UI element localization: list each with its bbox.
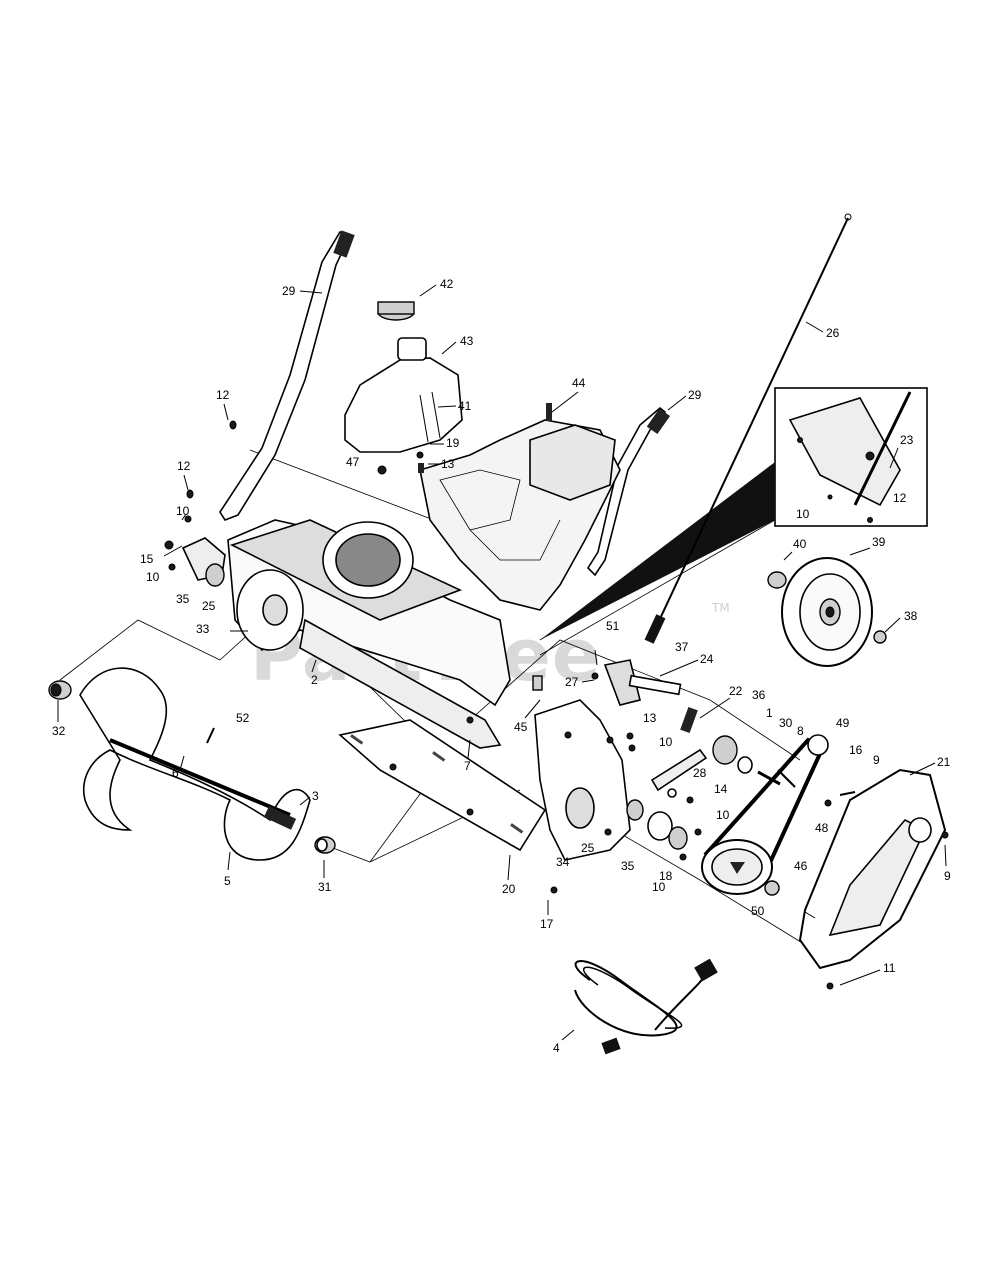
handle-right xyxy=(586,406,671,577)
bolts-right xyxy=(777,769,856,807)
callout-10b: 10 xyxy=(796,507,810,521)
wheel xyxy=(781,557,873,667)
callout-35a: 35 xyxy=(176,592,190,606)
callout-19: 19 xyxy=(446,436,460,450)
callout-5: 5 xyxy=(224,874,231,888)
callout-32: 32 xyxy=(52,724,66,738)
callout-45: 45 xyxy=(514,720,528,734)
callout-35b: 35 xyxy=(621,859,635,873)
callout-28: 28 xyxy=(693,766,707,780)
callout-23: 23 xyxy=(900,433,914,447)
callout-16: 16 xyxy=(849,743,863,757)
callout-46: 46 xyxy=(794,859,808,873)
detail-inset xyxy=(774,387,928,527)
callout-44: 44 xyxy=(572,376,586,390)
callout-11: 11 xyxy=(883,961,896,975)
control-cable xyxy=(644,213,852,644)
bushing-32 xyxy=(48,680,72,700)
shaft-bracket xyxy=(532,649,682,706)
callout-47: 47 xyxy=(346,455,360,469)
callout-39: 39 xyxy=(872,535,886,549)
callout-10d: 10 xyxy=(659,735,673,749)
wheel-nut xyxy=(873,630,887,644)
callout-52: 52 xyxy=(236,711,250,725)
fuel-tank xyxy=(344,337,463,453)
watermark-trademark: TM xyxy=(711,601,730,615)
callout-10e: 10 xyxy=(716,808,730,822)
pulley-nut xyxy=(764,880,780,896)
callout-30: 30 xyxy=(779,716,793,730)
bushing-31 xyxy=(314,836,336,854)
callout-8: 8 xyxy=(797,724,804,738)
callout-36: 36 xyxy=(752,688,766,702)
drive-pulley xyxy=(701,839,773,895)
callout-27: 27 xyxy=(565,675,579,689)
callout-7: 7 xyxy=(464,759,471,773)
callout-12b: 12 xyxy=(177,459,191,473)
callout-12c: 12 xyxy=(893,491,907,505)
callout-24: 24 xyxy=(700,652,714,666)
scraper-bar xyxy=(299,618,502,749)
callout-22: 22 xyxy=(729,684,743,698)
drive-belt xyxy=(703,734,829,881)
callout-49: 49 xyxy=(836,716,850,730)
inset-projection xyxy=(540,462,775,640)
callout-9b: 9 xyxy=(944,869,951,883)
callout-labels: 29 42 26 43 44 29 12 41 23 19 47 13 12 1… xyxy=(52,277,951,1055)
callout-37: 37 xyxy=(675,640,689,654)
callout-15: 15 xyxy=(140,552,154,566)
callout-14: 14 xyxy=(714,782,728,796)
handle-left xyxy=(219,230,355,521)
callout-29b: 29 xyxy=(688,388,702,402)
belt-cover xyxy=(798,768,949,990)
callout-50: 50 xyxy=(751,904,765,918)
callout-13a: 13 xyxy=(441,457,455,471)
callout-25b: 25 xyxy=(581,841,595,855)
callout-1: 1 xyxy=(766,706,773,720)
shave-plate xyxy=(338,719,547,852)
callout-leaders xyxy=(57,284,947,1041)
callout-3: 3 xyxy=(312,789,319,803)
callout-10f: 10 xyxy=(652,880,666,894)
callout-26: 26 xyxy=(826,326,840,340)
callout-25a: 25 xyxy=(202,599,216,613)
callout-31: 31 xyxy=(318,880,332,894)
callout-9a: 9 xyxy=(873,753,880,767)
engine xyxy=(419,419,621,611)
callout-29a: 29 xyxy=(282,284,296,298)
callout-2: 2 xyxy=(311,673,318,687)
callout-43: 43 xyxy=(460,334,474,348)
callout-10a: 10 xyxy=(176,504,190,518)
callout-40: 40 xyxy=(793,537,807,551)
callout-12a: 12 xyxy=(216,388,230,402)
callout-17: 17 xyxy=(540,917,554,931)
callout-13b: 13 xyxy=(643,711,657,725)
side-plate-right xyxy=(534,699,631,861)
callout-21: 21 xyxy=(937,755,951,769)
right-bearing-stack xyxy=(626,799,702,861)
callout-6: 6 xyxy=(172,766,179,780)
callout-4: 4 xyxy=(553,1041,560,1055)
left-bearing-stack xyxy=(164,420,237,587)
callout-41: 41 xyxy=(458,399,472,413)
callout-42: 42 xyxy=(440,277,454,291)
auger-assembly xyxy=(79,667,311,861)
callout-48: 48 xyxy=(815,821,829,835)
callout-10c: 10 xyxy=(146,570,160,584)
wheel-spacer xyxy=(767,571,787,589)
misc-hardware xyxy=(206,403,558,894)
callout-33: 33 xyxy=(196,622,210,636)
callout-18: 18 xyxy=(659,869,673,883)
callout-20: 20 xyxy=(502,882,516,896)
callout-38: 38 xyxy=(904,609,918,623)
callout-34: 34 xyxy=(556,855,570,869)
callout-51: 51 xyxy=(606,619,620,633)
auger-housing xyxy=(227,519,511,707)
fuel-cap xyxy=(377,301,415,321)
extension-cord xyxy=(574,958,718,1055)
mid-hardware xyxy=(626,707,781,804)
